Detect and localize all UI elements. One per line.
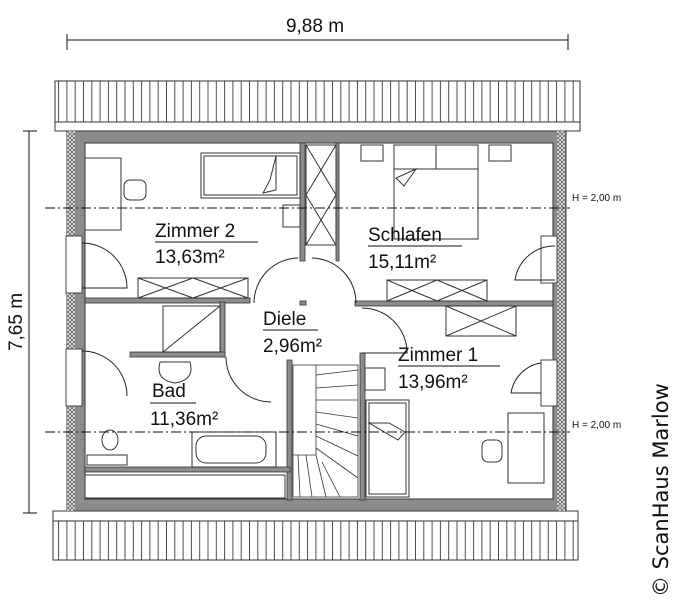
room-name: Bad: [152, 381, 186, 402]
room-area: 13,96m²: [398, 372, 468, 393]
copyright-notice: © ScanHaus Marlow: [649, 383, 673, 597]
windows: [65, 235, 558, 407]
room-schlafen: Schlafen 15,11m²: [368, 225, 462, 273]
ceiling-height-note-top: H = 2,00 m: [572, 193, 621, 204]
room-area: 13,63m²: [155, 247, 225, 268]
staircase: [292, 364, 359, 498]
room-bad: Bad 11,36m²: [150, 381, 218, 430]
room-diele: Diele 2,96m²: [263, 309, 322, 357]
roof-top: [54, 80, 581, 132]
door-swings: [81, 242, 556, 403]
room-name: Zimmer 2: [155, 221, 235, 242]
room-area: 2,96m²: [263, 336, 322, 357]
width-dimension-label: 9,88 m: [286, 16, 344, 37]
room-name: Diele: [263, 309, 306, 330]
roof-bottom: [52, 510, 579, 561]
exterior-walls: [66, 130, 567, 512]
room-name: Schlafen: [368, 225, 442, 246]
ceiling-height-lines: [45, 207, 570, 433]
width-dimension: 9,88 m: [66, 16, 569, 50]
room-zimmer-2: Zimmer 2 13,63m²: [155, 221, 258, 268]
room-area: 15,11m²: [368, 252, 436, 273]
ceiling-height-note-bottom: H = 2,00 m: [572, 420, 621, 431]
room-name: Zimmer 1: [398, 345, 478, 366]
room-area: 11,36m²: [150, 409, 218, 430]
depth-dimension: 7,65 m: [6, 130, 37, 514]
room-zimmer-1: Zimmer 1 13,96m²: [398, 345, 500, 393]
depth-dimension-label: 7,65 m: [6, 293, 27, 351]
